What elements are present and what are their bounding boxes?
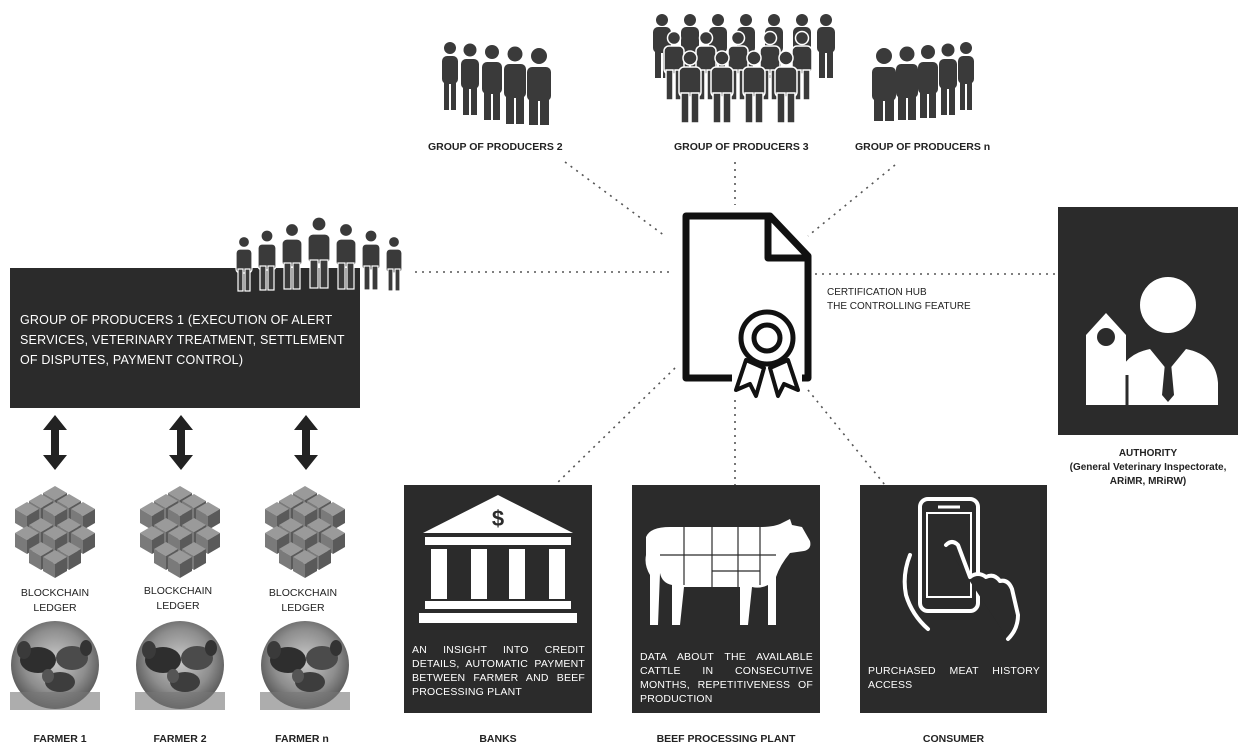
people-group-icon (442, 42, 551, 125)
ledger-label-line1: BLOCKCHAIN (20, 587, 90, 599)
farmer-label: FARMER 2 (153, 733, 207, 745)
producer-group-3-label: GROUP OF PRODUCERS 3 (674, 141, 809, 153)
consumer-description: PURCHASED MEAT HISTORY ACCESS (868, 665, 1040, 691)
authority-person-icon (1086, 277, 1218, 405)
producer-group-2-label: GROUP OF PRODUCERS 2 (428, 141, 563, 153)
cattle-photo (135, 621, 225, 710)
blockchain-cubes-icon (265, 486, 345, 578)
ledger-label: BLOCKCHAIN LEDGER (10, 586, 100, 616)
farmer-label: FARMER n (275, 733, 329, 745)
cattle-photo (10, 621, 100, 710)
people-group-icon (653, 14, 835, 124)
farmer-label: FARMER 1 (33, 733, 87, 745)
banks-label: BANKS (479, 733, 517, 745)
producer-group-1-label: GROUP OF PRODUCERS 1 (EXECUTION OF ALERT… (20, 313, 345, 367)
ledger-label-line2: LEDGER (281, 602, 325, 614)
hub-label: CERTIFICATION HUB THE CONTROLLING FEATUR… (827, 286, 971, 314)
blockchain-cubes-icon (15, 486, 95, 578)
double-arrow-icon (43, 415, 67, 470)
banks-description: AN INSIGHT INTO CREDIT DETAILS, AUTOMATI… (412, 644, 585, 698)
ledger-label-line1: BLOCKCHAIN (268, 587, 338, 599)
ledger-label-line1: BLOCKCHAIN (143, 585, 213, 597)
cow-icon (645, 519, 811, 625)
ledger-label-line2: LEDGER (33, 602, 77, 614)
ledger-label: BLOCKCHAIN LEDGER (258, 586, 348, 616)
people-group-icon (235, 216, 403, 292)
blockchain-cubes-icon (140, 486, 220, 578)
producer-group-1-box (10, 268, 360, 408)
hub-label-line1: CERTIFICATION HUB (827, 287, 927, 298)
smartphone-icon (902, 497, 1020, 641)
authority-label: AUTHORITY (General Veterinary Inspectora… (1058, 447, 1238, 489)
double-arrow-icon (294, 415, 318, 470)
double-arrow-icon (169, 415, 193, 470)
authority-subtitle-line2: (General Veterinary Inspectorate, (1069, 462, 1227, 473)
people-group-icon (872, 42, 974, 121)
hub-label-line2: THE CONTROLLING FEATURE (827, 301, 971, 312)
ledger-label-line2: LEDGER (156, 600, 200, 612)
cattle-photo (260, 621, 350, 710)
producer-group-n-label: GROUP OF PRODUCERS n (855, 141, 991, 153)
certificate-icon (682, 212, 812, 398)
authority-title: AUTHORITY (1118, 448, 1178, 459)
beef-plant-label: BEEF PROCESSING PLANT (656, 733, 796, 745)
ledger-label: BLOCKCHAIN LEDGER (133, 584, 223, 614)
consumer-label: CONSUMER (922, 733, 985, 745)
bank-icon: $ (419, 495, 577, 623)
authority-subtitle-line3: ARiMR, MRiRW) (1109, 476, 1187, 487)
beef-plant-description: DATA ABOUT THE AVAILABLE CATTLE IN CONSE… (640, 651, 813, 705)
svg-text:$: $ (492, 506, 504, 531)
